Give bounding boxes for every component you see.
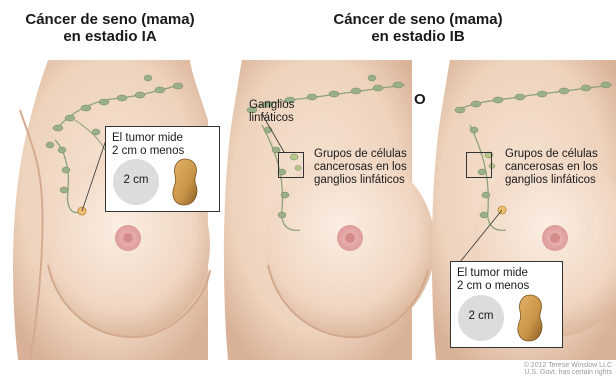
node-group-box-ib-b (466, 152, 492, 178)
node-group-box-ib-a (278, 152, 304, 178)
size-label: 2 cm (113, 174, 159, 186)
tumor-text-line1: El tumor mide (112, 132, 184, 145)
size-label: 2 cm (458, 310, 504, 322)
tumor-callout-ia: El tumor mide 2 cm o menos 2 cm (105, 126, 220, 212)
title-stage-ia: Cáncer de seno (mama) en estadio IA (10, 11, 210, 45)
peanut-icon (170, 157, 200, 207)
title-stage-ib: Cáncer de seno (mama) en estadio IB (318, 11, 518, 45)
peanut-icon (515, 293, 545, 343)
copyright: © 2012 Terese Winslow LLC U.S. Govt. has… (524, 362, 612, 376)
tumor-text-line1: El tumor mide (457, 267, 529, 280)
or-label: O (414, 91, 426, 108)
size-reference-circle: 2 cm (458, 295, 504, 341)
grupos-label-ib-b: Grupos de células cancerosas en los gang… (505, 148, 598, 187)
tumor-text-line2: 2 cm o menos (457, 280, 529, 293)
size-reference-circle: 2 cm (113, 159, 159, 205)
ganglios-label: Ganglios linfáticos (249, 99, 294, 125)
tumor-callout-ib: El tumor mide 2 cm o menos 2 cm (450, 261, 563, 348)
grupos-label-ib-a: Grupos de células cancerosas en los gang… (314, 148, 407, 187)
